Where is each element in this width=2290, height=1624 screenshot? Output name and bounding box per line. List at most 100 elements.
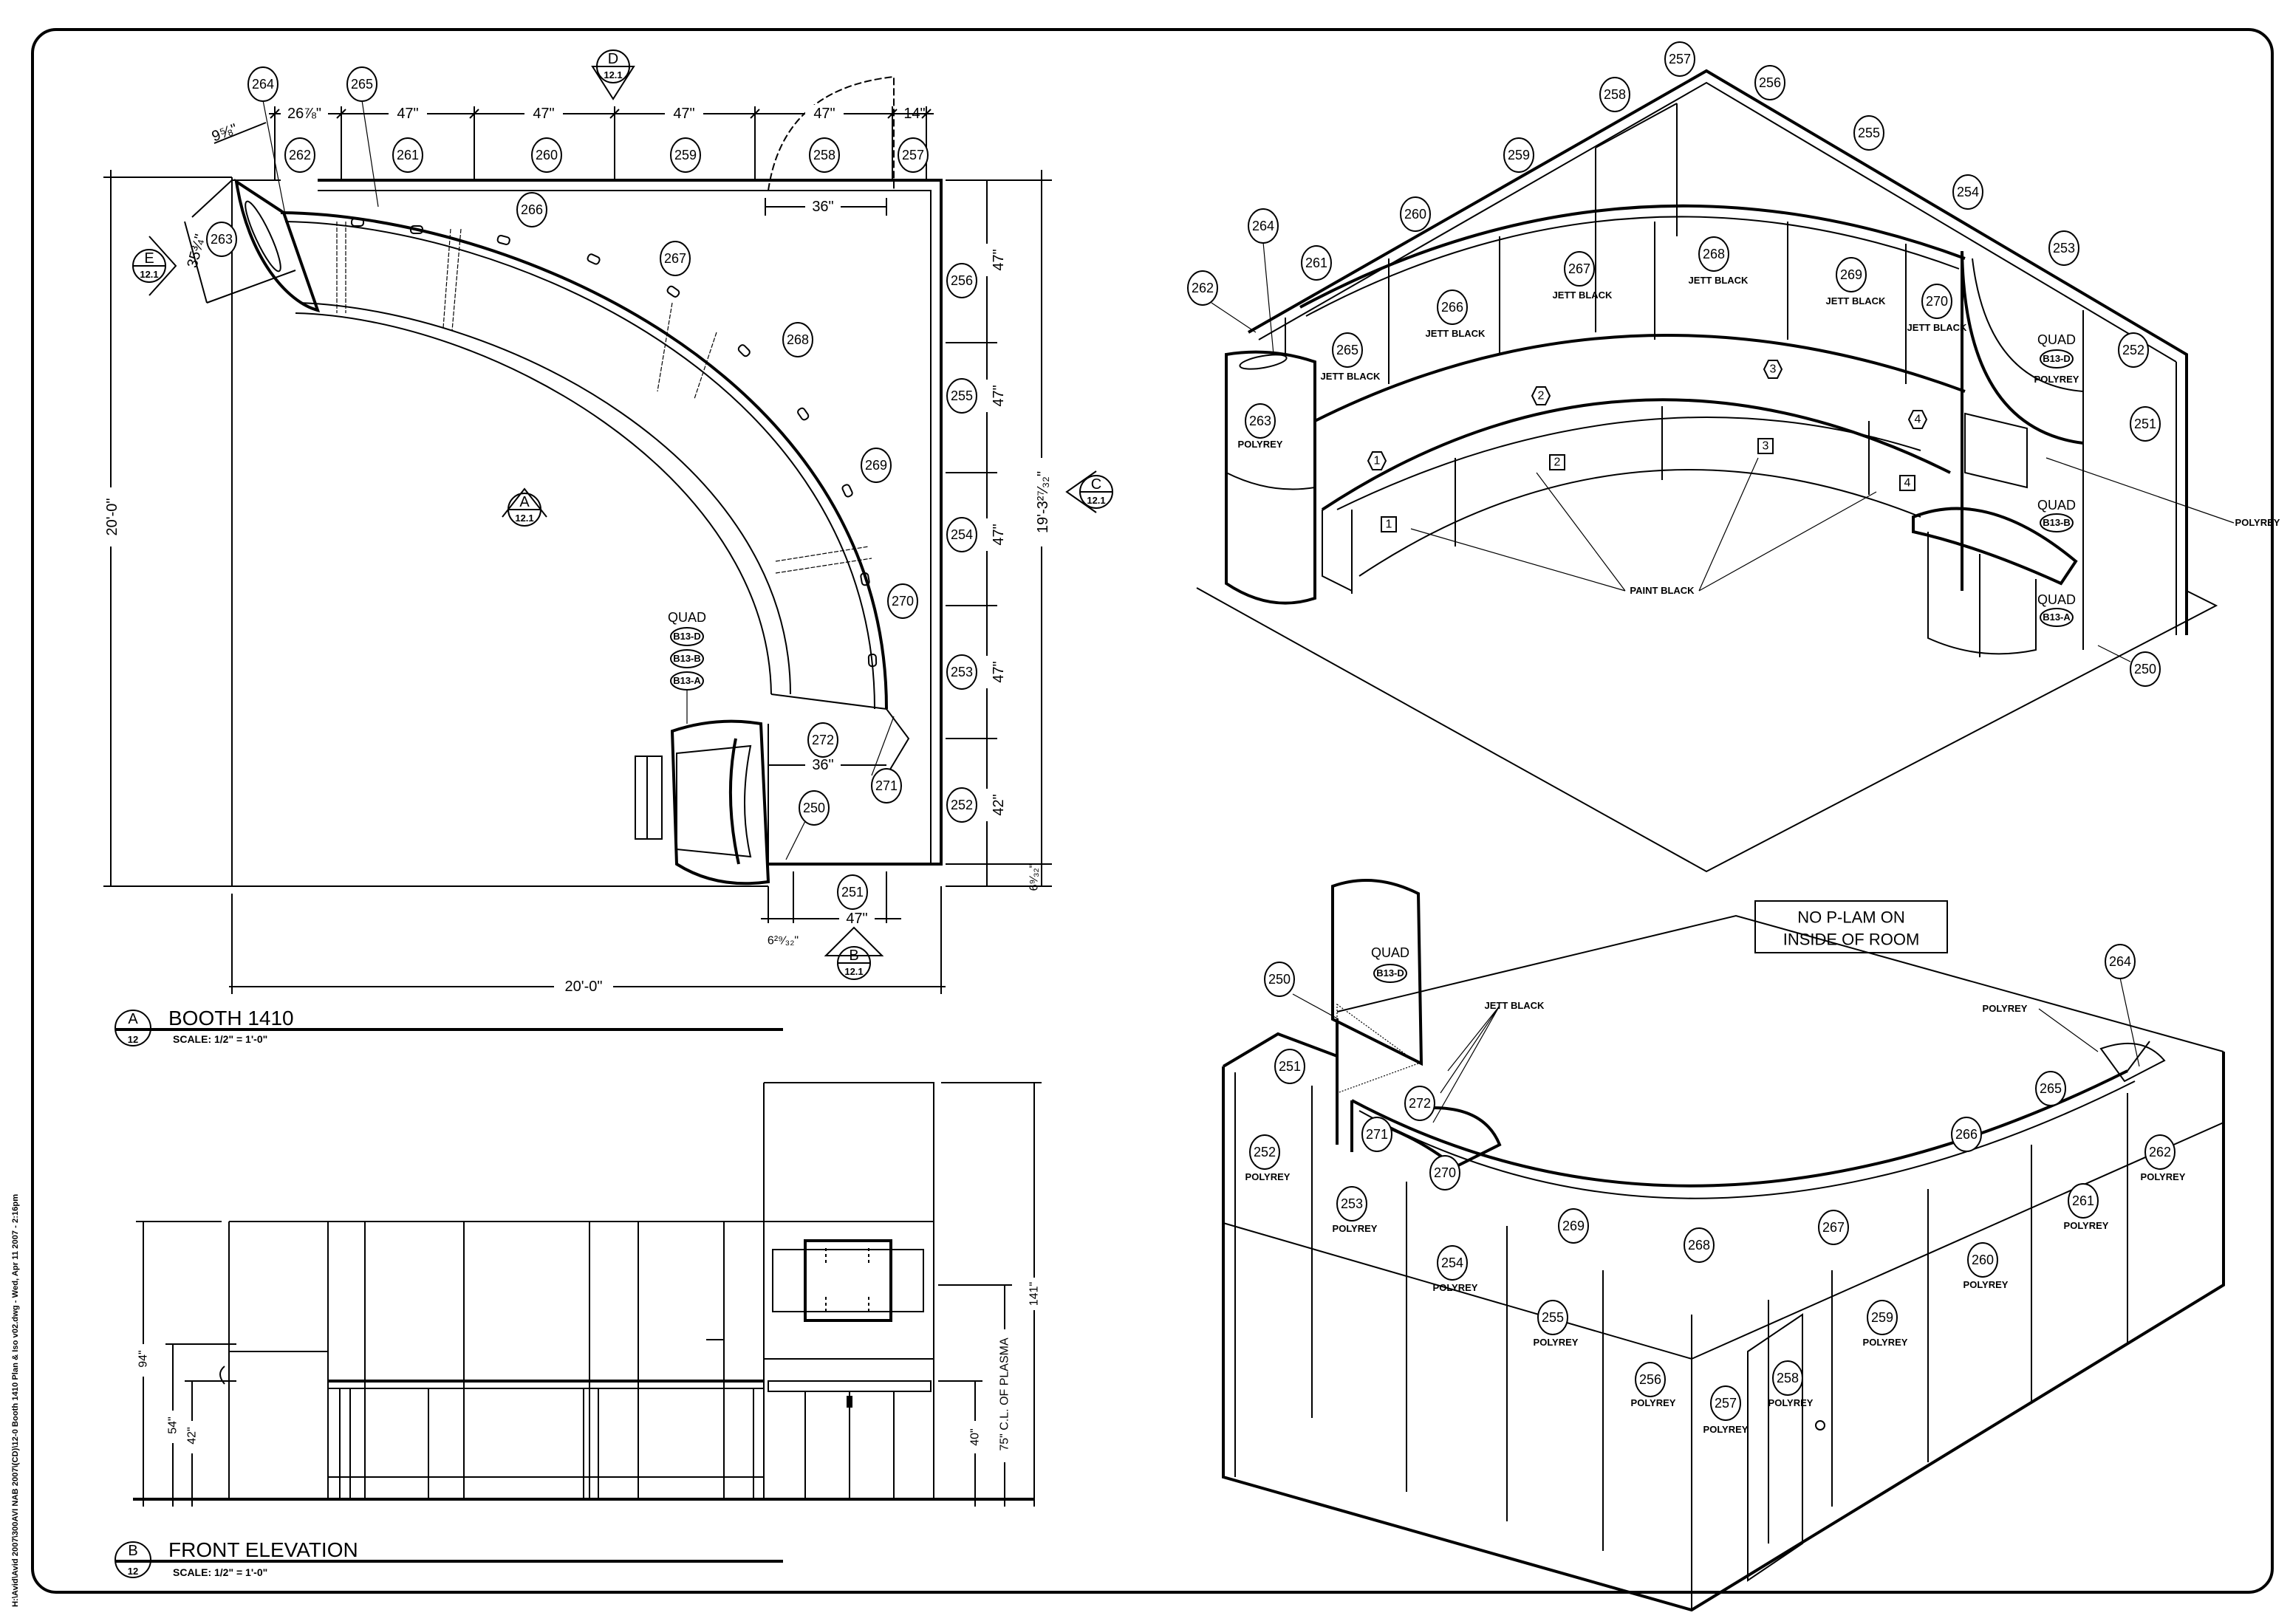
dim-top-5: 47"	[813, 106, 835, 122]
front-elevation: 94" 54" 42" 141" 75" C.L. OF PLASMA 40" …	[115, 1082, 1045, 1578]
iso-bottom-balloon-267: 267	[1822, 1220, 1845, 1235]
dim-bottom-offset: 6²⁹⁄₃₂"	[768, 935, 799, 948]
svg-text:12.1: 12.1	[140, 269, 158, 280]
hex-tag-1: 1	[1374, 455, 1381, 467]
iso-top-balloon-263: 263	[1249, 414, 1271, 428]
finish-jett-black: JETT BLACK	[1485, 1000, 1545, 1011]
svg-text:INSIDE OF ROOM: INSIDE OF ROOM	[1783, 931, 1920, 949]
dim-angled-side: 35¾"	[184, 233, 208, 270]
balloon-circle	[2118, 332, 2149, 368]
plan-title-block: A 12 BOOTH 1410 SCALE: 1/2" = 1'-0"	[115, 1007, 783, 1046]
balloon-circle	[946, 787, 977, 823]
quad-unit-b13-a: B13-A	[670, 671, 704, 691]
balloon-circle	[1684, 1227, 1715, 1263]
iso-bottom-balloon-266: 266	[1955, 1127, 1978, 1142]
balloon-255: 255	[951, 388, 973, 403]
balloon-252: 252	[951, 798, 973, 812]
balloon-circle	[516, 192, 547, 227]
iso-top-balloon-254: 254	[1957, 185, 1979, 199]
balloon-circle	[1404, 1086, 1435, 1121]
iso-bottom-balloon-258: 258	[1777, 1371, 1799, 1385]
iso-bottom-balloon-252: 252	[1254, 1145, 1276, 1159]
dim-overall-right: 19'-3²⁷⁄₃₂"	[1035, 471, 1051, 533]
section-marker-c: C 12.1	[1065, 470, 1113, 513]
dim-door: 36"	[812, 199, 833, 215]
finish-jett-black: JETT BLACK	[1689, 275, 1749, 286]
balloon-circle	[1537, 1300, 1568, 1335]
iso-bottom-balloon-255: 255	[1542, 1310, 1564, 1325]
finish-jett-black: JETT BLACK	[1553, 289, 1613, 301]
balloon-circle	[1599, 77, 1630, 112]
square-tag-3: 3	[1763, 440, 1769, 453]
balloon-circle	[782, 322, 813, 357]
dim-overall-left: 20'-0"	[104, 498, 120, 536]
quad-unit-b13-a: B13-A	[2043, 611, 2071, 623]
square-tag-1: 1	[1386, 518, 1392, 531]
finish-jett-black: JETT BLACK	[1321, 371, 1381, 382]
iso-view-top: 257 256 258 255 259 254 260 264 253 261 …	[1187, 41, 2280, 873]
plan-view: 26⅞" 47" 47" 47" 47" 14" 9⅝" 35¾" 36" 36…	[100, 49, 1113, 1046]
elev-dim-94: 94"	[137, 1350, 150, 1367]
finish-polyrey: POLYREY	[1631, 1397, 1676, 1408]
dim-bottom-panel: 47"	[846, 911, 867, 927]
svg-text:B: B	[128, 1543, 137, 1559]
elevation-title-block: B 12 FRONT ELEVATION SCALE: 1/2" = 1'-0"	[115, 1538, 783, 1578]
finish-polyrey: POLYREY	[1238, 439, 1283, 450]
balloon-circle	[1952, 174, 1983, 210]
svg-text:12.1: 12.1	[1087, 495, 1105, 506]
balloon-circle	[1274, 1049, 1305, 1084]
balloon-circle	[1772, 1360, 1803, 1396]
iso-top-balloon-250: 250	[2134, 662, 2156, 676]
dim-right-offset: 6⁹⁄₃₂"	[1028, 864, 1041, 891]
square-tag-4: 4	[1904, 477, 1911, 490]
svg-text:B13-B: B13-B	[673, 653, 701, 664]
svg-text:C: C	[1091, 476, 1101, 493]
iso-bottom-balloon-253: 253	[1341, 1196, 1363, 1211]
hex-tag-3: 3	[1770, 363, 1777, 376]
dim-angled-top: 9⅝"	[210, 121, 239, 145]
iso-top-balloon-253: 253	[2053, 241, 2075, 256]
balloon-circle	[1336, 1186, 1367, 1222]
elevation-title: FRONT ELEVATION	[168, 1538, 358, 1561]
finish-polyrey: POLYREY	[1863, 1337, 1908, 1348]
quad-label: QUAD	[1371, 945, 1409, 960]
quad-label: QUAD	[668, 610, 706, 625]
balloon-circle	[1437, 289, 1468, 325]
iso-bottom-balloon-265: 265	[2040, 1081, 2062, 1096]
section-marker-e: E12.1	[132, 236, 177, 296]
balloon-circle	[284, 137, 315, 173]
elevation-scale: SCALE: 1/2" = 1'-0"	[173, 1566, 267, 1578]
balloon-267: 267	[664, 251, 686, 266]
dim-top-6: 14"	[903, 106, 925, 122]
balloon-circle	[247, 66, 278, 102]
iso-top-balloon-260: 260	[1404, 207, 1426, 222]
svg-text:B13-D: B13-D	[673, 631, 701, 642]
balloon-circle	[946, 654, 977, 690]
elev-dim-42: 42"	[186, 1427, 199, 1444]
file-path-stamp: H:\Avid\Avid 2007\300AVI NAB 2007\(CD)\1…	[11, 1194, 20, 1607]
balloon-circle	[871, 768, 902, 804]
section-marker-b: B12.1	[824, 926, 884, 980]
dim-top-3: 47"	[533, 106, 554, 122]
iso-top-balloon-262: 262	[1192, 281, 1214, 295]
dim-side-3: 47"	[991, 524, 1007, 545]
iso-bottom-balloon-272: 272	[1409, 1096, 1431, 1111]
balloon-circle	[392, 137, 423, 173]
iso-top-balloon-252: 252	[2122, 343, 2144, 357]
balloon-circle	[1921, 284, 1952, 319]
iso-bottom-balloon-268: 268	[1688, 1238, 1710, 1253]
iso-bottom-balloon-257: 257	[1715, 1396, 1737, 1411]
balloon-circle	[807, 722, 838, 758]
dim-side-1: 47"	[991, 249, 1007, 270]
dim-overall-bottom: 20'-0"	[565, 979, 603, 995]
finish-polyrey: POLYREY	[1245, 1171, 1291, 1182]
svg-text:A: A	[519, 494, 530, 510]
balloon-circle	[1301, 245, 1332, 281]
iso-bottom-balloon-250: 250	[1268, 972, 1291, 987]
balloon-circle	[1361, 1117, 1392, 1152]
iso-top-balloon-265: 265	[1336, 343, 1358, 357]
balloon-circle	[670, 137, 701, 173]
balloon-circle	[206, 222, 237, 257]
iso-top-balloon-257: 257	[1669, 52, 1691, 66]
quad-unit-b13-b: B13-B	[2043, 517, 2071, 528]
